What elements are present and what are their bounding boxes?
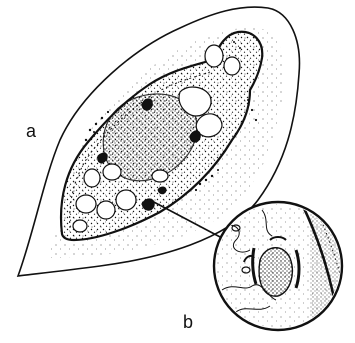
label-b: b [183, 313, 193, 331]
label-a: a [26, 122, 36, 140]
magnified-inset [210, 200, 355, 338]
